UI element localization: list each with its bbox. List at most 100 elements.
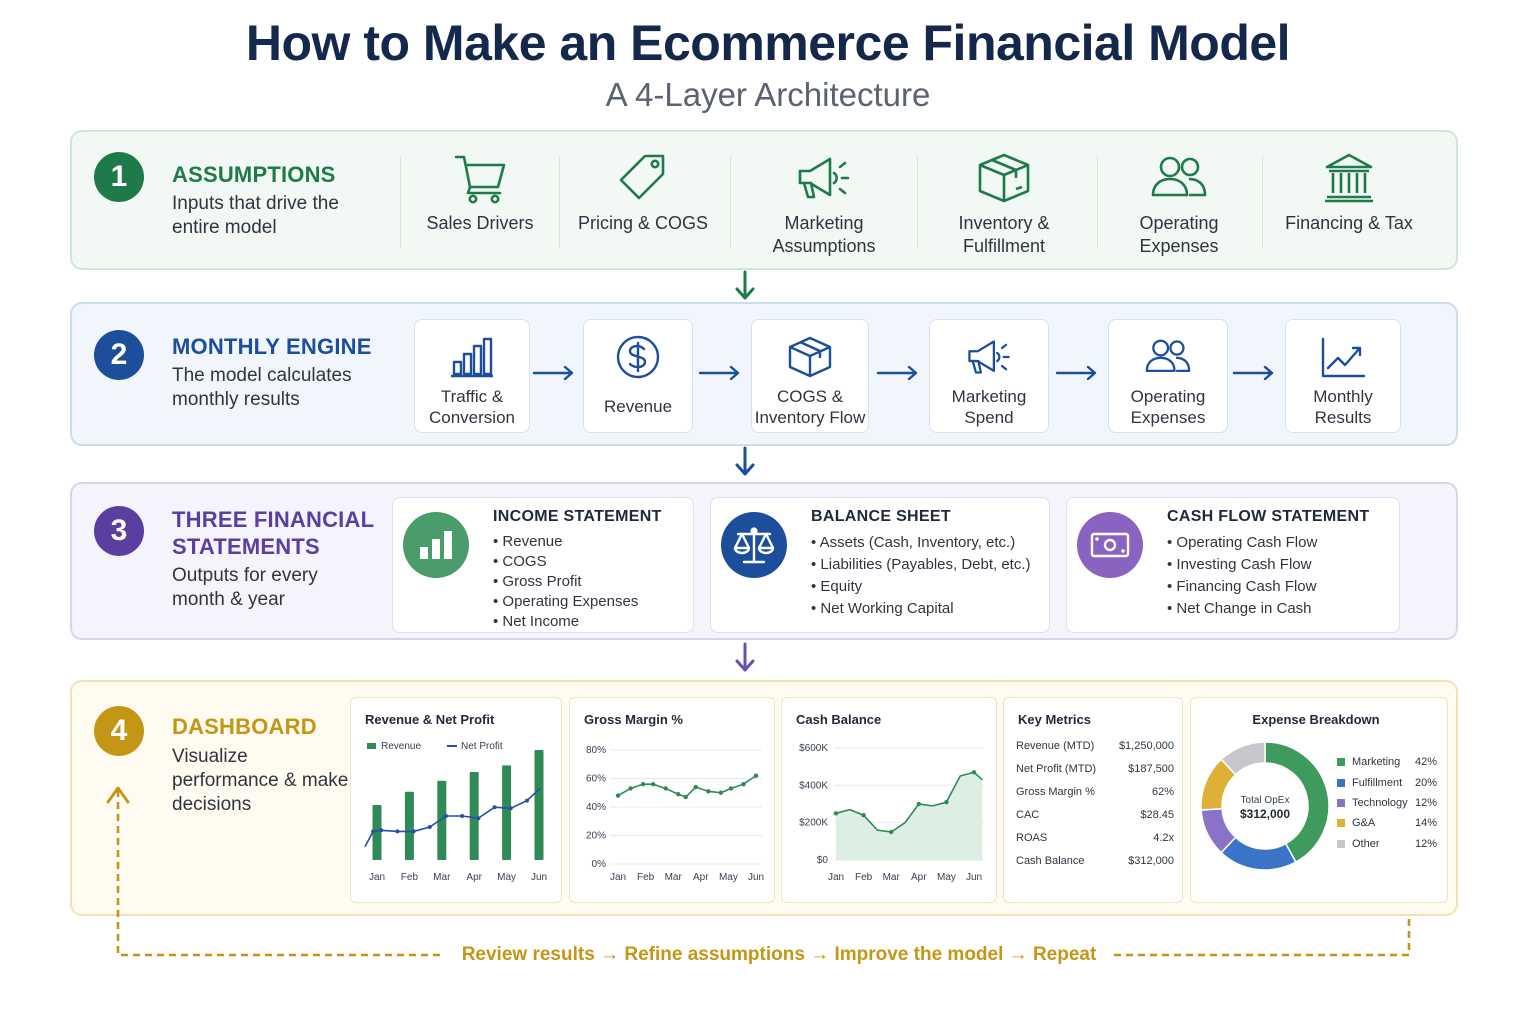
bar-chart-icon [420, 531, 452, 559]
loop-step: Review results [461, 944, 595, 965]
legend-swatch [1337, 779, 1345, 787]
x-tick-label: Mar [433, 872, 451, 883]
layer-number-1: 1 [94, 152, 144, 202]
list-item: Gross Profit [493, 572, 638, 592]
layer-description-dashboard: Visualize performance & make decisions [172, 746, 349, 815]
y-tick-label: 0% [592, 859, 607, 870]
separator [917, 156, 918, 248]
cash-balance-line [835, 771, 983, 833]
metric-row: Gross Margin %62% [1016, 786, 1174, 798]
donut-slice [1220, 836, 1297, 871]
dollar-circle-icon [616, 335, 660, 379]
x-tick-label: May [497, 872, 516, 883]
statement-icon-circle [1077, 512, 1143, 578]
metric-row: CAC$28.45 [1016, 809, 1174, 821]
metric-label: ROAS [1016, 832, 1048, 844]
net-profit-point [395, 829, 400, 834]
metric-label: Cash Balance [1016, 855, 1085, 867]
cash-balance-point [889, 829, 894, 835]
y-tick-label: 20% [586, 831, 606, 842]
donut-center-value: $312,000 [1240, 807, 1290, 821]
cash-balance-point [916, 801, 921, 807]
cash-balance-point [944, 799, 949, 805]
page-title: How to Make an Ecommerce Financial Model [245, 15, 1291, 71]
metric-value: $1,250,000 [1118, 740, 1174, 752]
assumption-sales-drivers: Sales Drivers [400, 150, 560, 235]
balance-sheet-card: BALANCE SHEET Assets (Cash, Inventory, e… [710, 497, 1050, 633]
bank-icon [1325, 153, 1373, 203]
list-item: Operating Cash Flow [1167, 532, 1317, 554]
x-tick-label: Jun [748, 872, 764, 883]
net-profit-point [460, 814, 465, 818]
y-tick-label: 60% [586, 774, 606, 785]
net-profit-point [508, 806, 513, 811]
legend-value: 14% [1414, 817, 1437, 829]
arrow-right-icon [1055, 366, 1097, 380]
list-item: Revenue [493, 532, 638, 552]
gross-margin-point [693, 784, 698, 790]
loop-step: Improve the model [834, 944, 1004, 965]
arrow-right-icon: → [600, 944, 625, 965]
assumption-financing-tax: Financing & Tax [1269, 150, 1429, 235]
key-metrics-card: Key Metrics Revenue (MTD)$1,250,000 Net … [1003, 697, 1183, 903]
layer-number-4: 4 [94, 706, 144, 756]
megaphone-icon [798, 157, 850, 199]
list-item: Financing Cash Flow [1167, 576, 1317, 598]
engine-step-revenue: Revenue [583, 319, 693, 433]
engine-step-label: Marketing Spend [951, 387, 1027, 427]
gross-margin-point [728, 786, 734, 791]
cash-balance-point [861, 813, 866, 818]
separator [559, 156, 560, 248]
expense-breakdown-card: Expense Breakdown Total OpEx$312,000 Mar… [1190, 697, 1448, 903]
metric-row: Revenue (MTD)$1,250,000 [1016, 740, 1174, 752]
statement-title: INCOME STATEMENT [493, 508, 662, 525]
separator [1097, 156, 1098, 248]
x-tick-label: Feb [855, 872, 873, 883]
legend-swatch [1337, 840, 1345, 848]
assumption-label: Pricing & COGS [577, 213, 709, 233]
layer-number-2: 2 [94, 330, 144, 380]
chart-title: Cash Balance [796, 712, 882, 727]
legend-swatch [1337, 758, 1345, 766]
metric-label: CAC [1016, 809, 1040, 821]
metric-label: Gross Margin % [1016, 786, 1095, 798]
engine-step-label: Operating Expenses [1130, 387, 1206, 427]
y-tick-label: $200K [799, 818, 828, 829]
y-tick-label: 40% [586, 802, 606, 813]
chart-title: Key Metrics [1018, 712, 1091, 727]
revenue-bar [534, 750, 544, 860]
legend-value: 12% [1414, 797, 1437, 809]
list-item: Net Income [493, 612, 638, 632]
x-tick-label: Jan [828, 872, 844, 883]
metric-value: $312,000 [1128, 855, 1174, 867]
x-tick-label: Feb [401, 872, 419, 883]
metric-label: Net Profit (MTD) [1016, 763, 1097, 775]
net-profit-point [444, 814, 448, 818]
income-statement-card: INCOME STATEMENT Revenue COGS Gross Prof… [392, 497, 694, 633]
arrow-right-icon [532, 366, 574, 380]
people-icon [1151, 156, 1207, 197]
gross-margin-point [706, 789, 711, 794]
assumption-label: Operating Expenses [1139, 213, 1219, 256]
layer-description-statements: Outputs for every month & year [172, 565, 318, 610]
engine-step-marketing: Marketing Spend [929, 319, 1049, 433]
cash-balance-area [836, 772, 983, 860]
legend-label-revenue: Revenue [381, 741, 421, 752]
engine-step-operating-expenses: Operating Expenses [1108, 319, 1228, 433]
line-chart-icon [1321, 337, 1366, 378]
gross-margin-point [650, 782, 656, 787]
layer-title-dashboard: DASHBOARD [172, 714, 317, 739]
net-profit-point [411, 829, 416, 834]
revenue-bar [404, 791, 414, 860]
x-tick-label: May [719, 872, 738, 883]
donut-slice [1220, 741, 1266, 776]
cash-flow-card: CASH FLOW STATEMENT Operating Cash Flow … [1066, 497, 1400, 633]
layer-title-assumptions: ASSUMPTIONS [172, 162, 336, 187]
engine-step-label: Revenue [603, 397, 673, 416]
gross-margin-point [640, 782, 646, 787]
arrow-right-icon: → [1008, 944, 1033, 965]
